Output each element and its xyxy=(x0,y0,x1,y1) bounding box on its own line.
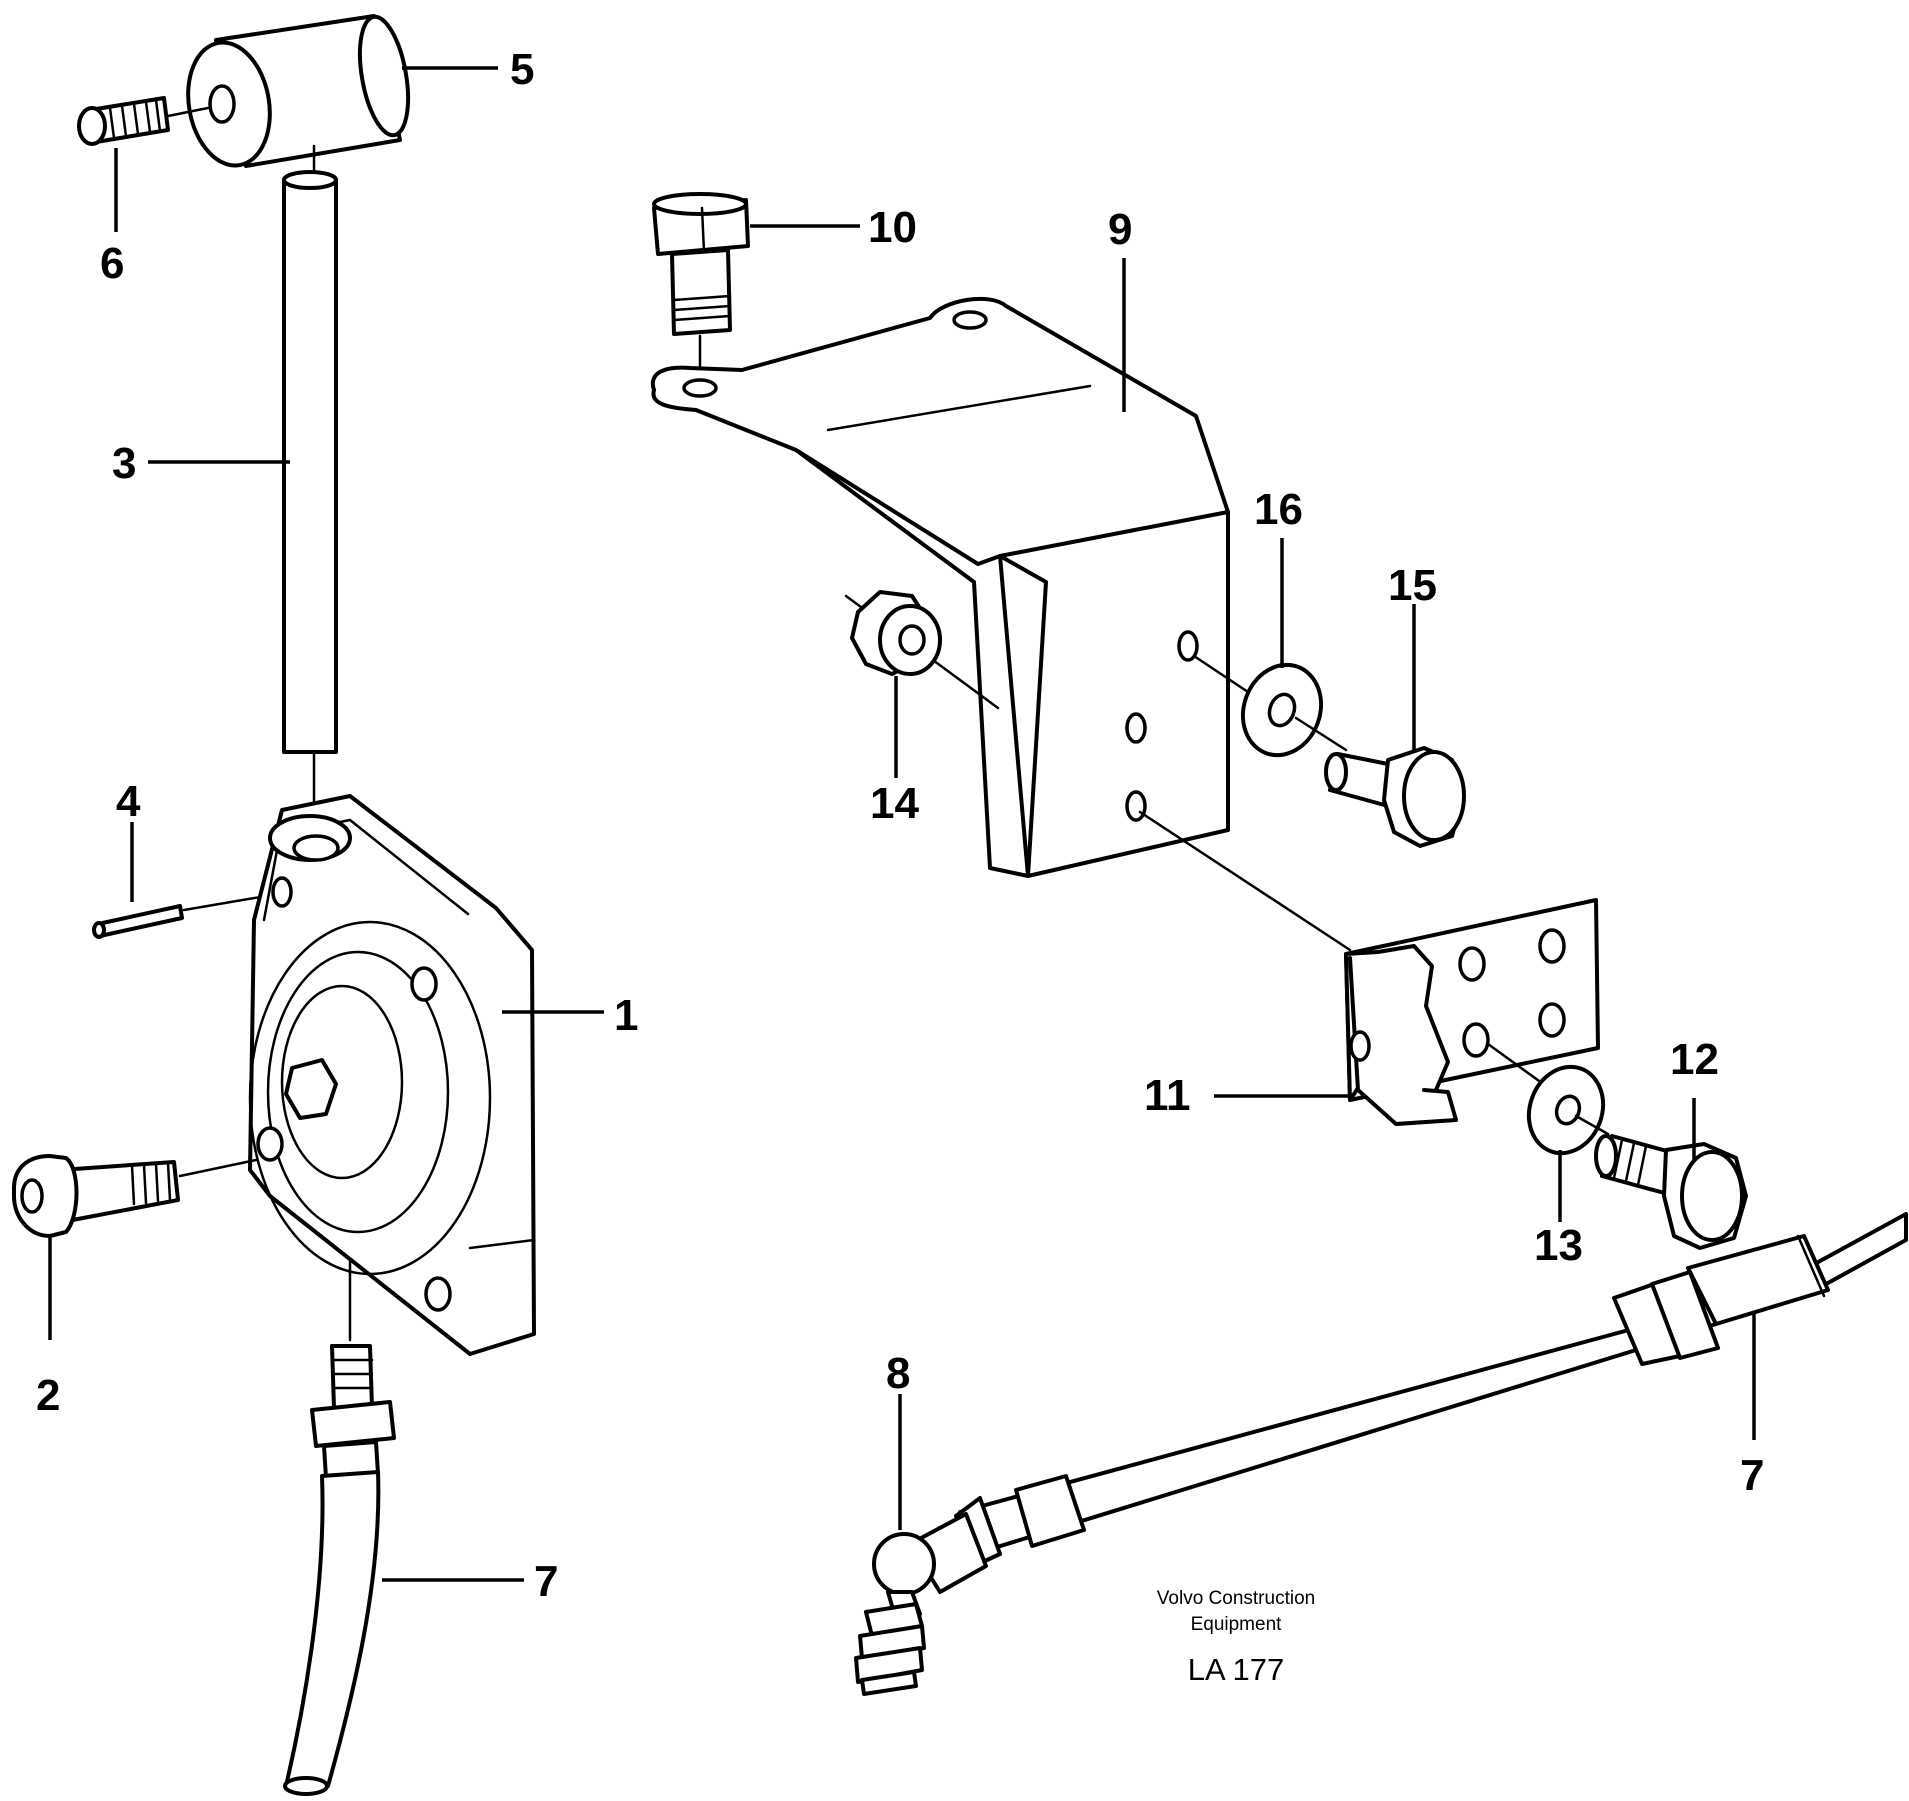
diagram-code: LA 177 xyxy=(1188,1652,1285,1687)
part-16-washer xyxy=(1192,538,1324,758)
part-13-washer xyxy=(1486,1042,1606,1222)
part-8-ball-joint xyxy=(854,1394,988,1696)
callout-8: 8 xyxy=(886,1349,910,1398)
callout-2: 2 xyxy=(36,1371,60,1420)
callout-4: 4 xyxy=(116,777,141,826)
callout-14: 14 xyxy=(870,779,919,828)
callout-12: 12 xyxy=(1670,1035,1719,1084)
part-7-cable-right xyxy=(954,1212,1908,1568)
part-11-latch-plate xyxy=(1138,810,1600,1126)
part-15-bolt xyxy=(1294,604,1466,848)
callout-16: 16 xyxy=(1254,485,1303,534)
part-5-knob xyxy=(186,14,498,168)
part-1-housing xyxy=(248,794,604,1356)
company-name-line1: Volvo Construction xyxy=(1157,1588,1315,1609)
callout-10: 10 xyxy=(868,203,917,252)
callout-6: 6 xyxy=(100,239,124,288)
callout-7-left: 7 xyxy=(534,1557,558,1606)
part-7-cable-left xyxy=(283,1260,524,1796)
part-2-cap-screw xyxy=(12,1154,258,1340)
callout-3: 3 xyxy=(112,439,136,488)
callout-15: 15 xyxy=(1388,561,1437,610)
part-14-nut xyxy=(844,590,1000,778)
part-3-lever-rod xyxy=(148,144,338,838)
callout-1: 1 xyxy=(614,991,638,1040)
part-6-set-screw xyxy=(77,96,210,232)
company-name-line2: Equipment xyxy=(1191,1614,1283,1635)
part-9-bracket xyxy=(650,258,1230,878)
callout-13: 13 xyxy=(1534,1221,1583,1270)
callout-7-right: 7 xyxy=(1740,1451,1764,1500)
callout-9: 9 xyxy=(1108,205,1132,254)
part-4-pin xyxy=(92,822,280,939)
part-10-bolt xyxy=(652,192,860,374)
part-12-bolt xyxy=(1574,1098,1748,1250)
callout-11: 11 xyxy=(1144,1071,1191,1120)
callout-5: 5 xyxy=(510,45,534,94)
